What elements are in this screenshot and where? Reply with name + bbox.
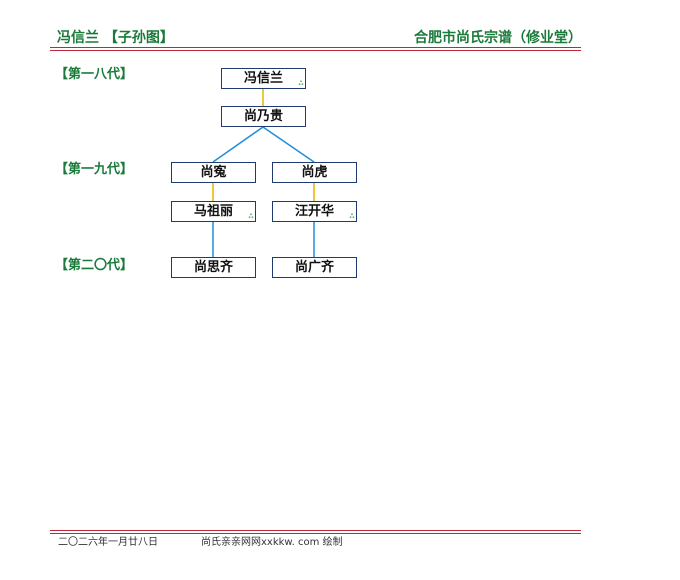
tree-node-n2[interactable]: 尚乃贵	[221, 106, 306, 127]
tree-node-n1[interactable]: 冯信兰 ஃ	[221, 68, 306, 89]
footer-date: 二〇二六年一月廿八日	[58, 537, 158, 548]
header-rule-bottom	[50, 50, 581, 51]
tree-node-name: 马祖丽	[193, 204, 233, 219]
tree-node-name: 冯信兰	[243, 71, 283, 86]
tree-node-name: 尚乃贵	[243, 109, 283, 124]
generation-label-20: 【第二〇代】	[55, 258, 134, 273]
tree-node-name: 尚虎	[301, 165, 328, 180]
tree-node-n7[interactable]: 尚思齐	[171, 257, 256, 278]
tree-node-name: 汪开华	[294, 204, 334, 219]
page-title: 冯信兰 【子孙图】	[57, 30, 174, 46]
tree-node-n6[interactable]: 汪开华 ஃ	[272, 201, 357, 222]
generation-label-19: 【第一九代】	[55, 162, 134, 177]
footer-rule-bottom	[50, 533, 581, 534]
spouse-mark-icon: ஃ	[349, 213, 355, 220]
tree-node-name: 尚思齐	[193, 260, 233, 275]
tree-node-name: 尚寃	[200, 165, 227, 180]
tree-node-name: 尚广齐	[294, 260, 334, 275]
tree-node-n3[interactable]: 尚寃	[171, 162, 256, 183]
tree-node-n4[interactable]: 尚虎	[272, 162, 357, 183]
generation-label-18: 【第一八代】	[55, 67, 134, 82]
spouse-mark-icon: ஃ	[298, 80, 304, 87]
footer-rule-top	[50, 530, 581, 531]
footer-credit: 尚氏亲亲网网xxkkw. com 绘制	[201, 537, 343, 548]
spouse-mark-icon: ஃ	[248, 213, 254, 220]
descent-line-n2-n3	[212, 126, 264, 163]
descent-line-n2-n4	[262, 126, 315, 163]
header-rule-top	[50, 47, 581, 48]
tree-node-n5[interactable]: 马祖丽 ஃ	[171, 201, 256, 222]
clan-title: 合肥市尚氏宗谱（修业堂）	[414, 30, 582, 46]
tree-node-n8[interactable]: 尚广齐	[272, 257, 357, 278]
